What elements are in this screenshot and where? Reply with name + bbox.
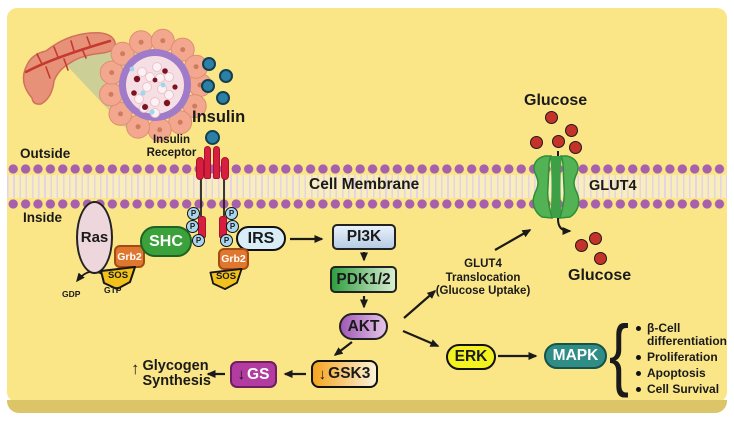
list-item: β-Cell differentiation (636, 322, 732, 348)
phospho-label: P (223, 236, 230, 245)
translocation-line2: Translocation (445, 271, 521, 284)
glucose-molecule (569, 141, 582, 154)
phospho-label: P (190, 209, 197, 218)
insulin-receptor-flank-left (196, 157, 204, 180)
phosphate-badge: P (225, 207, 238, 220)
glucose-bottom-label: Glucose (568, 267, 632, 284)
insulin-molecule (219, 69, 233, 83)
insulin-receptor-alpha-left (204, 146, 211, 179)
erk-label: ERK (454, 348, 488, 365)
gdp-label: GDP (62, 289, 81, 299)
sos-protein: SOS (99, 266, 137, 290)
translocation-line1: GLUT4 (464, 258, 502, 270)
akt-label: AKT (347, 317, 380, 335)
gs-box: ↓ GS (230, 361, 277, 388)
bullet-icon (636, 387, 641, 392)
translocation-line3: (Glucose Uptake) (435, 285, 531, 297)
outcomes-list: β-Cell differentiation Proliferation Apo… (636, 322, 732, 399)
sos-label: SOS (107, 270, 129, 281)
bullet-icon (636, 355, 641, 360)
outcome-label: Apoptosis (647, 366, 706, 380)
outcome-label: Cell Survival (647, 382, 720, 396)
gs-label: GS (247, 365, 270, 383)
ras-protein: Ras (76, 201, 113, 274)
glucose-molecule (565, 124, 578, 137)
grb2-label: Grb2 (117, 250, 142, 263)
glut4-label: GLUT4 (589, 178, 637, 194)
glut4-transporter-icon (532, 155, 580, 219)
up-arrow-icon: ↑ (131, 359, 140, 378)
gsk3-box: ↓ GSK3 (311, 360, 378, 388)
glycogen-line2: Synthesis (142, 373, 212, 389)
glut4-translocation-note: GLUT4 Translocation (Glucose Uptake) (425, 258, 541, 299)
bullet-icon (636, 371, 641, 376)
mapk-label: MAPK (552, 347, 599, 364)
insulin-molecule (201, 79, 215, 93)
insulin-receptor-flank-right (221, 157, 229, 180)
insulin-receptor-alpha-right (213, 146, 220, 179)
canvas-bottom-edge (7, 400, 727, 413)
receptor-label-line2: Receptor (146, 146, 197, 159)
grb2-protein: Grb2 (218, 248, 249, 270)
gsk3-label: GSK3 (328, 365, 371, 382)
phosphate-badge: P (187, 207, 200, 220)
insulin-receptor-label: Insulin Receptor (143, 134, 200, 159)
phosphate-badge: P (186, 220, 199, 233)
sos-protein: SOS (208, 268, 244, 290)
insulin-molecule (202, 57, 216, 71)
pdk12-box: PDK1/2 (330, 266, 397, 293)
phosphate-badge: P (220, 234, 233, 247)
list-item: Apoptosis (636, 367, 732, 380)
glucose-molecule (594, 252, 607, 265)
glucose-top-label: Glucose (524, 92, 588, 109)
grb2-label: Grb2 (221, 253, 246, 265)
phosphate-badge: P (192, 234, 205, 247)
shc-label: SHC (149, 232, 183, 250)
outcome-label: Proliferation (647, 350, 718, 364)
bullet-icon (636, 326, 641, 331)
list-item: Proliferation (636, 351, 732, 364)
down-arrow-icon: ↓ (318, 365, 327, 383)
outside-label: Outside (20, 146, 71, 161)
receptor-label-line1: Insulin (152, 134, 191, 146)
phospho-label: P (228, 209, 235, 218)
outcome-label: β-Cell differentiation (647, 321, 727, 348)
phospho-label: P (229, 222, 236, 231)
glycogen-line1: Glycogen (142, 358, 209, 374)
sos-label: SOS (215, 271, 237, 282)
ras-label: Ras (80, 229, 109, 246)
cell-membrane-label: Cell Membrane (309, 176, 420, 193)
list-item: Cell Survival (636, 383, 732, 396)
shc-protein: SHC (140, 226, 192, 257)
inside-label: Inside (23, 210, 63, 225)
brace-glyph: { (609, 309, 630, 398)
pi3k-box: PI3K (332, 224, 396, 250)
pi3k-label: PI3K (346, 228, 382, 245)
phospho-label: P (195, 236, 202, 245)
glycogen-synthesis-note: ↑ Glycogen Synthesis (131, 359, 211, 389)
glucose-molecule (575, 239, 588, 252)
erk-pill: ERK (446, 344, 496, 370)
irs-protein: IRS (236, 226, 286, 251)
insulin-molecule (216, 91, 230, 105)
mapk-pill: MAPK (544, 343, 607, 369)
insulin-molecule-on-receptor (205, 130, 220, 145)
glucose-molecule (589, 232, 602, 245)
phospho-label: P (189, 222, 196, 231)
gtp-label: GTP (104, 285, 122, 295)
grb2-protein: Grb2 (114, 245, 145, 268)
phosphate-badge: P (226, 220, 239, 233)
glucose-molecule (545, 111, 558, 124)
glucose-molecule (552, 135, 565, 148)
akt-pill: AKT (339, 313, 388, 340)
insulin-label: Insulin (192, 108, 246, 126)
glucose-molecule (530, 136, 543, 149)
down-arrow-icon: ↓ (237, 366, 246, 383)
irs-label: IRS (247, 229, 275, 247)
pdk12-label: PDK1/2 (336, 270, 391, 288)
